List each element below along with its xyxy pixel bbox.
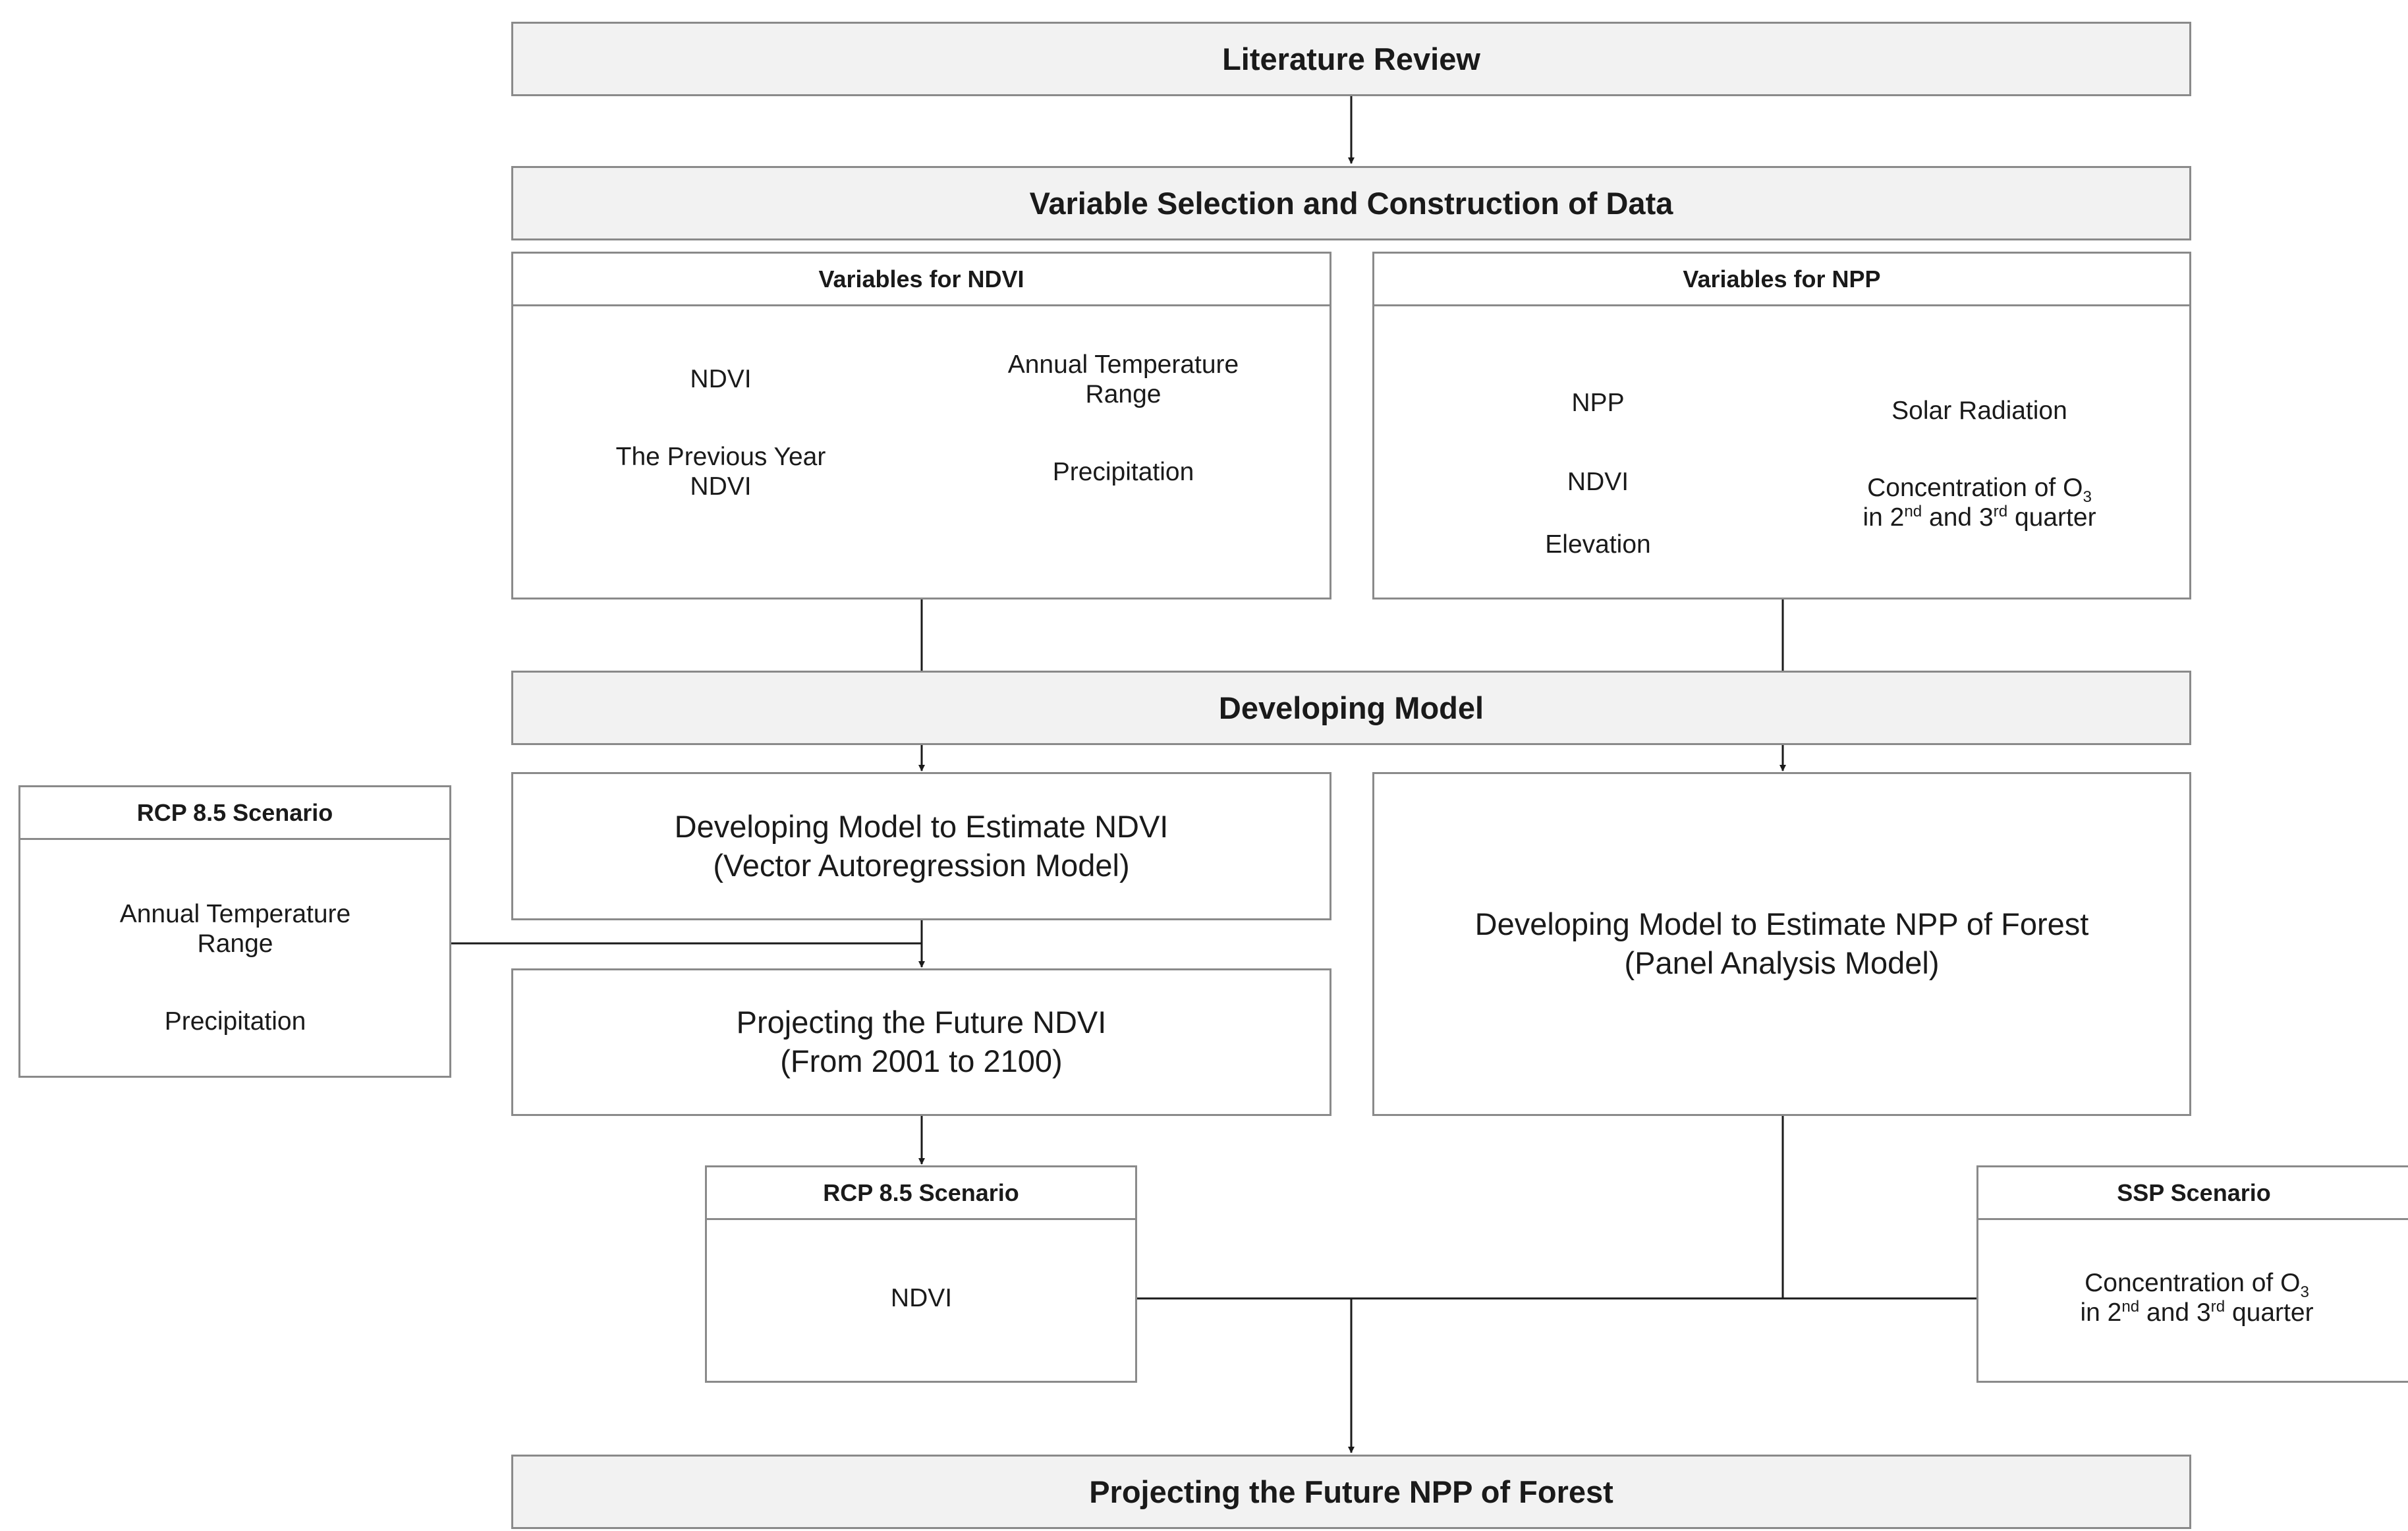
ndvi-model-box: Developing Model to Estimate NDVI (Vecto… — [511, 772, 1331, 920]
prev-year-line2: NDVI — [690, 472, 752, 501]
npp-model-line1: Developing Model to Estimate NPP of Fore… — [1474, 906, 2089, 942]
solar-text: Solar Radiation — [1891, 396, 2067, 425]
ndvi-var-text: NDVI — [690, 365, 752, 394]
projecting-npp-box: Projecting the Future NPP of Forest — [511, 1455, 2191, 1529]
o3-line1: Concentration of O3 — [1867, 474, 2092, 506]
rcp-left-title: RCP 8.5 Scenario — [20, 787, 449, 840]
developing-model-box: Developing Model — [511, 671, 2191, 745]
ssp-group: SSP Scenario — [1976, 1165, 2408, 1383]
ssp-o3-subscript: 3 — [2300, 1283, 2309, 1301]
npp-variables-group: Variables for NPP — [1372, 252, 2191, 599]
rcp-atr-line2: Range — [197, 930, 273, 958]
npp-var-text: NPP — [1571, 388, 1625, 417]
o3-subscript: 3 — [2083, 487, 2092, 506]
npp-ndvi-var-text: NDVI — [1567, 467, 1629, 496]
npp-model-line2: (Panel Analysis Model) — [1624, 945, 1940, 980]
rcp-bottom-group: RCP 8.5 Scenario — [705, 1165, 1137, 1383]
npp-var-label: NPP — [1410, 356, 1786, 451]
ssp-o3-line1-text: Concentration of O — [2085, 1269, 2301, 1298]
npp-ndvi-var-label: NDVI — [1410, 451, 1786, 514]
npp-variables-title: Variables for NPP — [1374, 254, 2189, 306]
projecting-ndvi-line2: (From 2001 to 2100) — [780, 1044, 1063, 1078]
rcp-precip-text: Precipitation — [164, 1007, 306, 1036]
rcp-bottom-title: RCP 8.5 Scenario — [707, 1167, 1135, 1220]
elevation-label: Elevation — [1410, 514, 1786, 576]
literature-review-box: Literature Review — [511, 22, 2191, 96]
o3-line2: in 2nd and 3rd quarter — [1862, 503, 2096, 533]
projecting-ndvi-box: Projecting the Future NDVI (From 2001 to… — [511, 968, 1331, 1116]
developing-model-label: Developing Model — [1218, 690, 1484, 725]
projecting-npp-label: Projecting the Future NPP of Forest — [1089, 1474, 1613, 1509]
elevation-text: Elevation — [1545, 530, 1651, 559]
ssp-o3-line2-a: in 2 — [2080, 1298, 2122, 1327]
o3-line2-a: in 2 — [1862, 503, 1905, 532]
prev-year-ndvi-label: The Previous Year NDVI — [532, 428, 909, 516]
connector-lines — [451, 96, 1976, 1453]
atr-line1: Annual Temperature — [1007, 350, 1239, 379]
o3-line2-b: and 3 — [1922, 503, 1994, 532]
solar-label: Solar Radiation — [1790, 364, 2169, 459]
ssp-o3-line2-c: quarter — [2225, 1298, 2314, 1327]
o3-label: Concentration of O3 in 2nd and 3rd quart… — [1790, 459, 2169, 548]
rcp-ndvi-text: NDVI — [890, 1283, 953, 1312]
precip-label: Precipitation — [934, 428, 1313, 516]
o3-sup2: rd — [1993, 503, 2008, 520]
precip-text: Precipitation — [1052, 457, 1194, 486]
projecting-ndvi-line1: Projecting the Future NDVI — [736, 1005, 1107, 1040]
ndvi-variables-group: Variables for NDVI — [511, 252, 1331, 599]
ssp-o3-line1: Concentration of O3 — [2085, 1269, 2309, 1301]
ssp-title: SSP Scenario — [1978, 1167, 2408, 1220]
ndvi-model-line1: Developing Model to Estimate NDVI — [674, 808, 1169, 844]
rcp-precip-label: Precipitation — [46, 978, 424, 1066]
o3-line2-c: quarter — [2007, 503, 2096, 532]
rcp-ndvi-label: NDVI — [732, 1250, 1111, 1347]
npp-model-box: Developing Model to Estimate NPP of Fore… — [1372, 772, 2191, 1116]
ssp-o3-line2-b: and 3 — [2139, 1298, 2211, 1327]
o3-line1-text: Concentration of O — [1867, 474, 2083, 503]
rcp-atr-label: Annual Temperature Range — [46, 881, 424, 978]
ndvi-model-line2: (Vector Autoregression Model) — [713, 847, 1130, 883]
variable-selection-box: Variable Selection and Construction of D… — [511, 166, 2191, 240]
ndvi-var-label: NDVI — [532, 331, 909, 428]
prev-year-line1: The Previous Year — [615, 443, 826, 472]
variable-selection-label: Variable Selection and Construction of D… — [1029, 186, 1673, 221]
ssp-o3-line2: in 2nd and 3rd quarter — [2080, 1298, 2313, 1328]
ndvi-variables-title: Variables for NDVI — [513, 254, 1330, 306]
o3-sup1: nd — [1904, 503, 1922, 520]
atr-line2: Range — [1085, 379, 1162, 408]
rcp-atr-line1: Annual Temperature — [119, 900, 351, 929]
ssp-o3-sup2: rd — [2210, 1298, 2226, 1316]
literature-review-label: Literature Review — [1222, 42, 1480, 76]
ssp-o3-sup1: nd — [2121, 1298, 2140, 1316]
rcp-left-group: RCP 8.5 Scenario — [18, 785, 451, 1078]
ssp-o3-label: Concentration of O3 in 2nd and 3rd quart… — [2007, 1250, 2386, 1347]
atr-label: Annual Temperature Range — [934, 331, 1313, 428]
